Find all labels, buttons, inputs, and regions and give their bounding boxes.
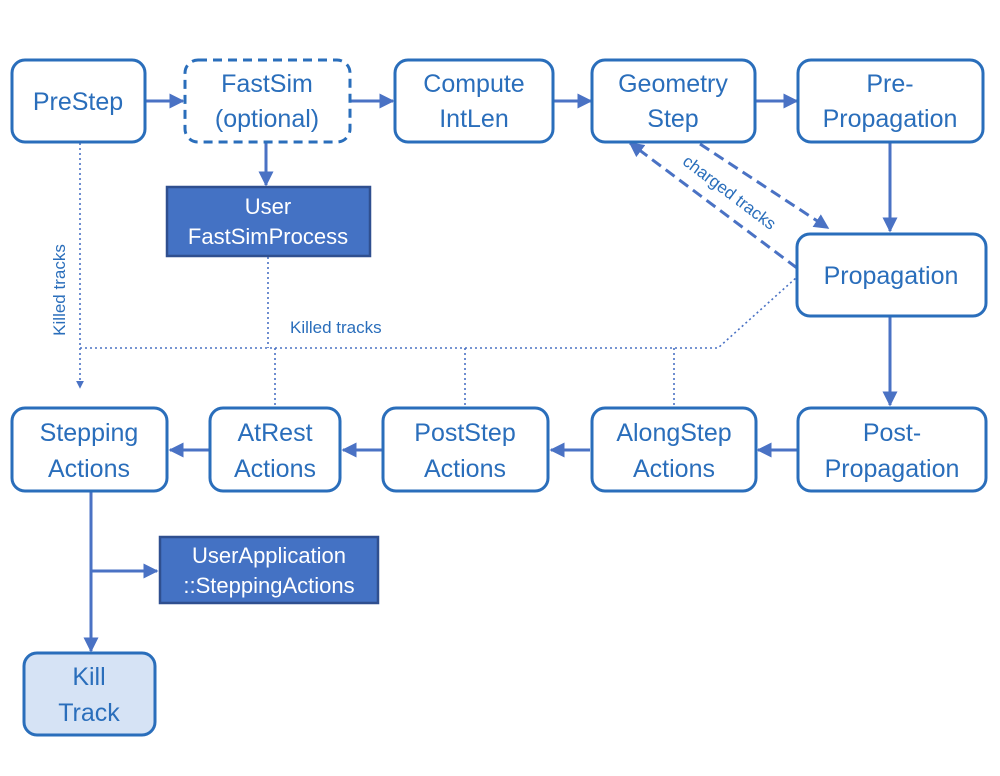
label-killed-tracks-horizontal: Killed tracks [290, 318, 382, 337]
svg-text:FastSim: FastSim [221, 70, 313, 98]
node-poststep-actions: PostStep Actions [381, 406, 550, 493]
node-compute-intlen: Compute IntLen [393, 58, 555, 144]
svg-text:Actions: Actions [633, 455, 715, 483]
svg-text:IntLen: IntLen [439, 105, 509, 133]
node-user-app-line2: ::SteppingActions [183, 573, 354, 598]
svg-text:Actions: Actions [48, 455, 130, 483]
node-preprop-line2: Propagation [823, 105, 958, 133]
node-fastsim-line2: (optional) [215, 105, 319, 133]
arrow-charged-to-propagation [699, 142, 830, 230]
arrow-charged-to-geometry [628, 141, 798, 270]
svg-text:Step: Step [647, 105, 698, 133]
node-kill-line2: Track [58, 699, 120, 727]
node-atrest-actions: AtRest Actions [208, 406, 342, 493]
node-postprop-line2: Propagation [825, 455, 960, 483]
svg-text:FastSimProcess: FastSimProcess [188, 224, 348, 249]
node-propagation: Propagation [795, 232, 988, 318]
node-user-app-line1: UserApplication [192, 543, 346, 568]
svg-text:Propagation: Propagation [823, 105, 958, 133]
node-atrest-line1: AtRest [237, 419, 312, 447]
svg-text:AlongStep: AlongStep [616, 419, 731, 447]
node-preprop-line1: Pre- [866, 70, 913, 98]
dotted-killed-bus [80, 276, 798, 349]
node-postprop-line1: Post- [863, 419, 921, 447]
node-pre-propagation: Pre- Propagation [796, 58, 985, 144]
svg-text:Compute: Compute [423, 70, 524, 98]
svg-text:PostStep: PostStep [414, 419, 515, 447]
node-alongstep-actions: AlongStep Actions [590, 406, 758, 493]
node-poststep-line2: Actions [424, 455, 506, 483]
node-alongstep-line1: AlongStep [616, 419, 731, 447]
node-user-fastsim-process: User FastSimProcess [165, 185, 372, 258]
svg-text:UserApplication: UserApplication [192, 543, 346, 568]
connectors [76, 93, 898, 653]
node-user-fastsim-line1: User [245, 194, 291, 219]
node-alongstep-line2: Actions [633, 455, 715, 483]
svg-text:Pre-: Pre- [866, 70, 913, 98]
node-kill-track: Kill Track [22, 651, 157, 737]
svg-text:PreStep: PreStep [33, 88, 123, 116]
svg-text:AtRest: AtRest [237, 419, 312, 447]
node-geometry-line1: Geometry [618, 70, 728, 98]
svg-text:Track: Track [58, 699, 120, 727]
node-user-fastsim-line2: FastSimProcess [188, 224, 348, 249]
svg-text:(optional): (optional) [215, 105, 319, 133]
svg-text:Actions: Actions [424, 455, 506, 483]
node-stepping-line2: Actions [48, 455, 130, 483]
node-fastsim-line1: FastSim [221, 70, 313, 98]
node-fastsim: FastSim (optional) [183, 58, 352, 144]
node-post-propagation: Post- Propagation [796, 406, 988, 493]
node-kill-line1: Kill [72, 663, 105, 691]
node-prestep-line1: PreStep [33, 88, 123, 116]
node-atrest-line2: Actions [234, 455, 316, 483]
node-geometry-step: Geometry Step [590, 58, 757, 144]
svg-text:Actions: Actions [234, 455, 316, 483]
svg-text:Kill: Kill [72, 663, 105, 691]
node-poststep-line1: PostStep [414, 419, 515, 447]
label-killed-tracks-vertical: Killed tracks [50, 244, 69, 336]
svg-text:Post-: Post- [863, 419, 921, 447]
node-stepping-actions: Stepping Actions [10, 406, 169, 493]
svg-text:::SteppingActions: ::SteppingActions [183, 573, 354, 598]
node-compute-line2: IntLen [439, 105, 509, 133]
svg-text:Geometry: Geometry [618, 70, 728, 98]
node-user-application: UserApplication ::SteppingActions [158, 535, 380, 605]
svg-text:User: User [245, 194, 291, 219]
svg-text:Propagation: Propagation [825, 455, 960, 483]
svg-text:Propagation: Propagation [824, 262, 959, 290]
svg-text:Stepping: Stepping [40, 419, 139, 447]
node-stepping-line1: Stepping [40, 419, 139, 447]
node-prestep: PreStep [10, 58, 147, 144]
node-geometry-line2: Step [647, 105, 698, 133]
node-compute-line1: Compute [423, 70, 524, 98]
node-propagation-line1: Propagation [824, 262, 959, 290]
